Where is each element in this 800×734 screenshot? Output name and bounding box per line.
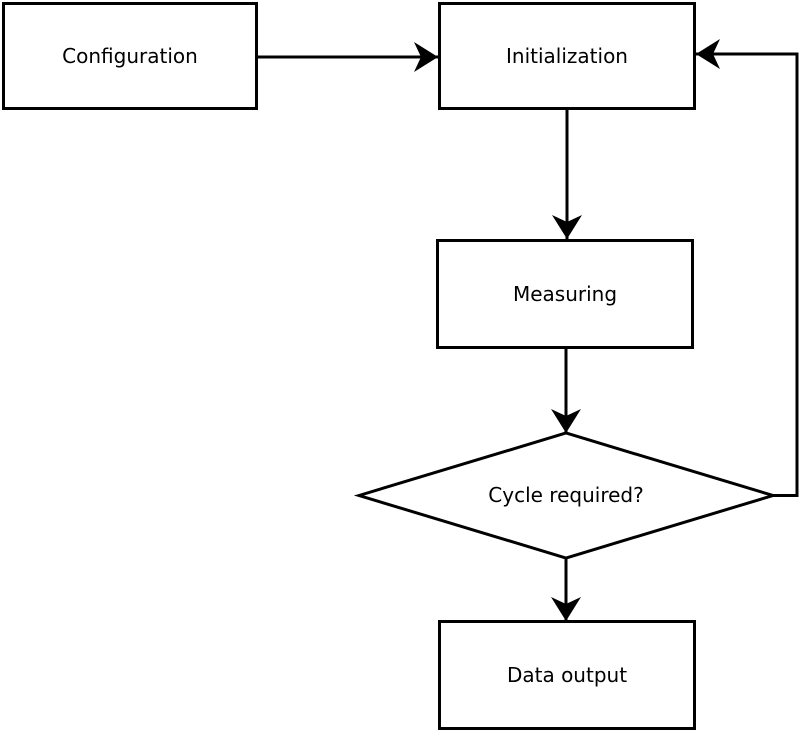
- node-initialization-label: Initialization: [506, 44, 628, 68]
- node-measuring: Measuring: [436, 239, 694, 349]
- node-cycle-decision: Cycle required?: [488, 483, 643, 507]
- node-data-output: Data output: [438, 620, 696, 730]
- node-configuration-label: Configuration: [62, 44, 198, 68]
- decision-diamond-shape: [353, 431, 779, 560]
- node-cycle-decision-label: Cycle required?: [488, 483, 644, 507]
- node-configuration: Configuration: [2, 2, 258, 110]
- node-initialization: Initialization: [438, 2, 696, 110]
- node-measuring-label: Measuring: [512, 282, 618, 306]
- node-data-output-label: Data output: [506, 663, 628, 687]
- edge-decision-to-initialization-loop: [696, 39, 799, 497]
